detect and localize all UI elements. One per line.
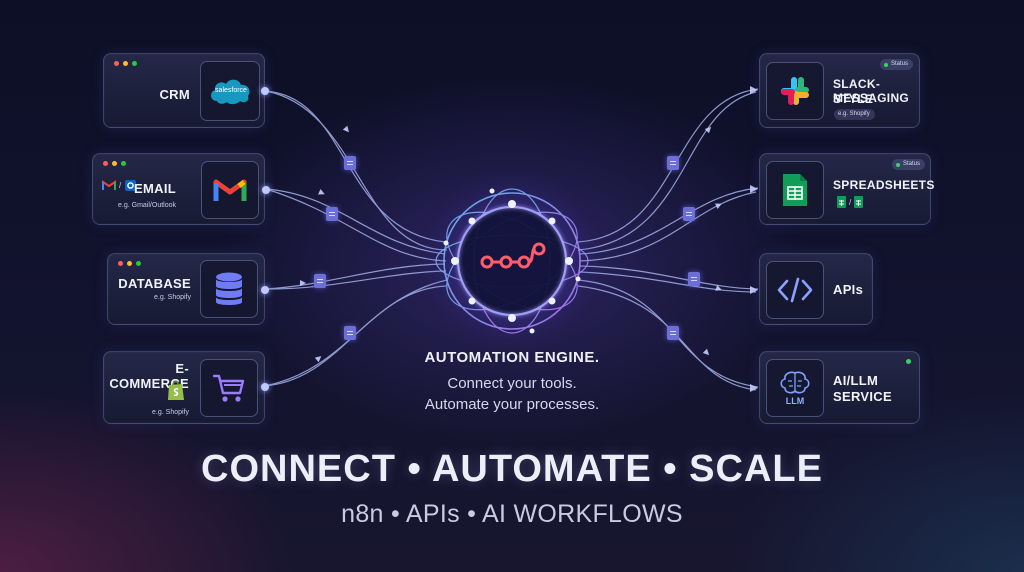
email-card[interactable]: / EMAIL e.g. Gmail/Outlook — [92, 153, 270, 225]
outlook-mini-icon — [125, 180, 137, 191]
database-icon — [200, 260, 258, 318]
slack-status-badge: Status — [879, 59, 913, 70]
sheet-mini-icon — [854, 196, 864, 208]
workflow-nodes-icon — [480, 242, 546, 269]
engine-subtitle: Connect your tools. Automate your proces… — [372, 373, 652, 415]
shopify-bag-icon — [168, 380, 184, 400]
data-packet-icon — [344, 156, 356, 170]
window-dots — [103, 161, 126, 166]
ai-label-line2: SERVICE — [833, 389, 892, 404]
slack-label-line2: MESSAGING — [833, 91, 910, 105]
data-packet-icon — [667, 156, 679, 170]
spreadsheet-icon — [766, 161, 824, 219]
email-port[interactable] — [262, 186, 270, 194]
window-dots — [114, 61, 137, 66]
email-provider-logos: / — [102, 179, 137, 192]
data-packet-icon — [344, 326, 356, 340]
subline: n8n • APIs • AI WORKFLOWS — [341, 500, 683, 528]
database-port[interactable] — [261, 286, 269, 294]
crm-label: CRM — [159, 87, 190, 102]
sheets-status-badge: Status — [891, 159, 925, 170]
shopping-cart-icon — [200, 359, 258, 417]
crm-card[interactable]: CRM salesforce — [103, 53, 269, 128]
database-card[interactable]: DATABASE e.g. Shopify — [107, 253, 269, 325]
engine-title: AUTOMATION ENGINE. — [424, 349, 600, 366]
automation-hub — [417, 166, 607, 356]
database-label: DATABASE — [118, 276, 191, 291]
salesforce-wordmark: salesforce — [215, 87, 247, 94]
input-wires — [263, 90, 448, 387]
apis-label: APIs — [833, 282, 864, 297]
sheets-label: SPREADSHEETS — [833, 178, 935, 192]
data-packet-icon — [688, 272, 700, 286]
salesforce-logo-icon: salesforce — [200, 61, 260, 121]
ecommerce-hint: e.g. Shopify — [152, 409, 189, 416]
ai-card[interactable]: LLM AI/LLM SERVICE — [759, 351, 920, 424]
slack-hint: e.g. Shopify — [834, 109, 875, 120]
slack-card[interactable]: Status SLACK-STYLE MESSAGING e.g. Shopif… — [759, 53, 920, 128]
apis-card[interactable]: APIs — [759, 253, 873, 325]
code-brackets-icon — [766, 261, 824, 319]
sheet-mini-icon — [837, 196, 846, 208]
ai-brain-icon: LLM — [766, 359, 824, 417]
database-hint: e.g. Shopify — [154, 294, 191, 301]
ecommerce-card[interactable]: E-COMMERCE e.g. Shopify — [103, 351, 269, 424]
headline: CONNECT • AUTOMATE • SCALE — [201, 448, 823, 490]
sheets-card[interactable]: Status SPREADSHEETS / — [759, 153, 934, 225]
gmail-logo-icon — [201, 161, 259, 219]
llm-text: LLM — [785, 395, 805, 406]
output-wires — [577, 88, 759, 391]
status-dot-icon — [895, 162, 900, 167]
data-packet-icon — [314, 274, 326, 288]
gmail-mini-icon — [102, 180, 116, 190]
slack-logo-icon — [766, 62, 824, 120]
engine-subtitle-line2: Automate your processes. — [424, 396, 600, 413]
ecommerce-port[interactable] — [261, 383, 269, 391]
status-dot-icon — [883, 62, 888, 67]
ai-label-line1: AI/LLM — [833, 373, 879, 388]
data-packet-icon — [683, 207, 695, 221]
status-dot-icon — [906, 359, 911, 364]
engine-subtitle-line1: Connect your tools. — [447, 375, 577, 392]
email-label: EMAIL — [134, 181, 176, 196]
email-hint: e.g. Gmail/Outlook — [118, 202, 176, 209]
sheets-mini-logos: / — [837, 196, 864, 208]
window-dots — [118, 261, 141, 266]
data-packet-icon — [326, 207, 338, 221]
crm-port[interactable] — [261, 87, 269, 95]
slack-label-line1: SLACK-STYLE — [833, 77, 881, 106]
data-packet-icon — [667, 326, 679, 340]
